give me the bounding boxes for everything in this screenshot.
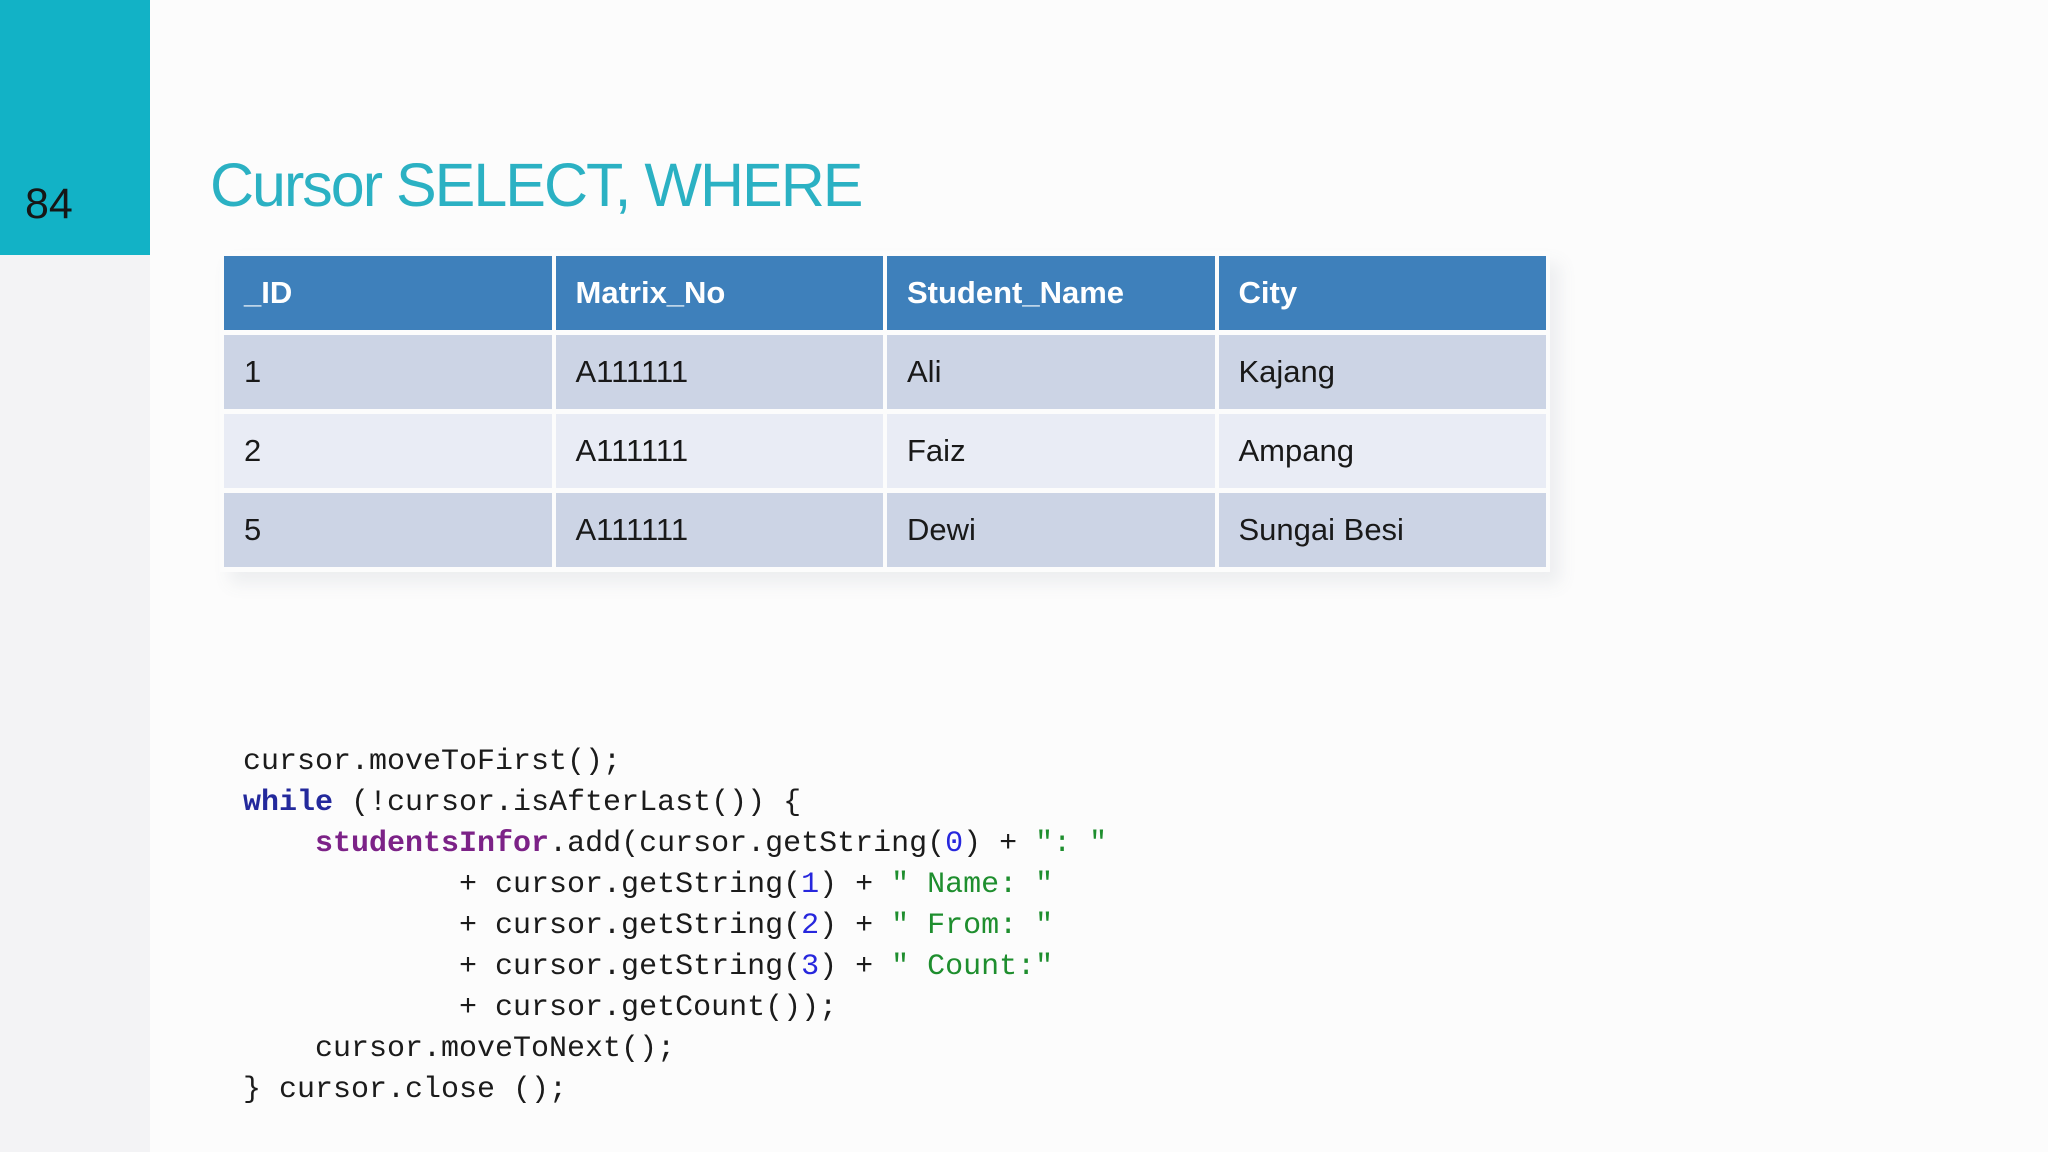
table-cell: Dewi [887,493,1215,567]
table-cell: Kajang [1218,335,1546,409]
code-segment: 0 [945,827,964,861]
code-line: + cursor.getCount()); [243,988,1107,1029]
code-segment: + cursor.getString( [243,950,802,984]
table-cell: Sungai Besi [1218,493,1546,567]
code-segment: ) + [819,950,892,984]
code-line: } cursor.close (); [243,1070,1107,1111]
table-cell: A111111 [555,414,883,488]
code-segment: } cursor.close (); [243,1073,568,1107]
table-cell: Ampang [1218,414,1546,488]
code-block: cursor.moveToFirst(); while (!cursor.isAf… [243,742,1107,1111]
code-segment: + cursor.getString( [243,868,802,902]
column-header: Matrix_No [555,256,883,330]
code-line: cursor.moveToNext(); [243,1029,1107,1070]
page-number-block: 84 [0,0,150,255]
table-cell: 5 [224,493,552,567]
code-segment: 1 [801,868,820,902]
code-segment: cursor.moveToFirst(); [243,745,622,779]
code-segment: (!cursor.isAfterLast()) { [333,786,802,820]
code-line: studentsInfor.add(cursor.getString(0) + … [243,824,1107,865]
code-segment: while [243,786,334,820]
code-segment: + cursor.getCount()); [243,991,838,1025]
code-line: + cursor.getString(2) + ″ From: ″ [243,906,1107,947]
page-number: 84 [25,180,73,228]
code-segment: 3 [801,950,820,984]
code-segment: ) + [819,868,892,902]
code-segment: ) + [819,909,892,943]
code-line: + cursor.getString(3) + ″ Count:″ [243,947,1107,988]
left-sidebar-strip [0,255,150,1152]
table-cell: A111111 [555,335,883,409]
code-segment [243,827,315,861]
code-line: + cursor.getString(1) + ″ Name: ″ [243,865,1107,906]
code-segment: cursor.moveToNext(); [243,1032,676,1066]
page-title: Cursor SELECT, WHERE [210,151,863,219]
code-line: while (!cursor.isAfterLast()) { [243,783,1107,824]
code-segment: ″ Count:″ [891,950,1054,984]
table-cell: Faiz [887,414,1215,488]
code-segment: + cursor.getString( [243,909,802,943]
table-cell: 2 [224,414,552,488]
code-segment: studentsInfor [315,827,550,861]
code-segment: ) + [963,827,1036,861]
table-cell: 1 [224,335,552,409]
table-cell: Ali [887,335,1215,409]
code-segment: ″: ″ [1035,827,1108,861]
code-segment: 2 [801,909,820,943]
code-line: cursor.moveToFirst(); [243,742,1107,783]
table-cell: A111111 [555,493,883,567]
code-segment: ″ From: ″ [891,909,1054,943]
code-segment: ″ Name: ″ [891,868,1054,902]
column-header: City [1218,256,1546,330]
column-header: _ID [224,256,552,330]
column-header: Student_Name [887,256,1215,330]
code-segment: .add(cursor.getString( [549,827,946,861]
